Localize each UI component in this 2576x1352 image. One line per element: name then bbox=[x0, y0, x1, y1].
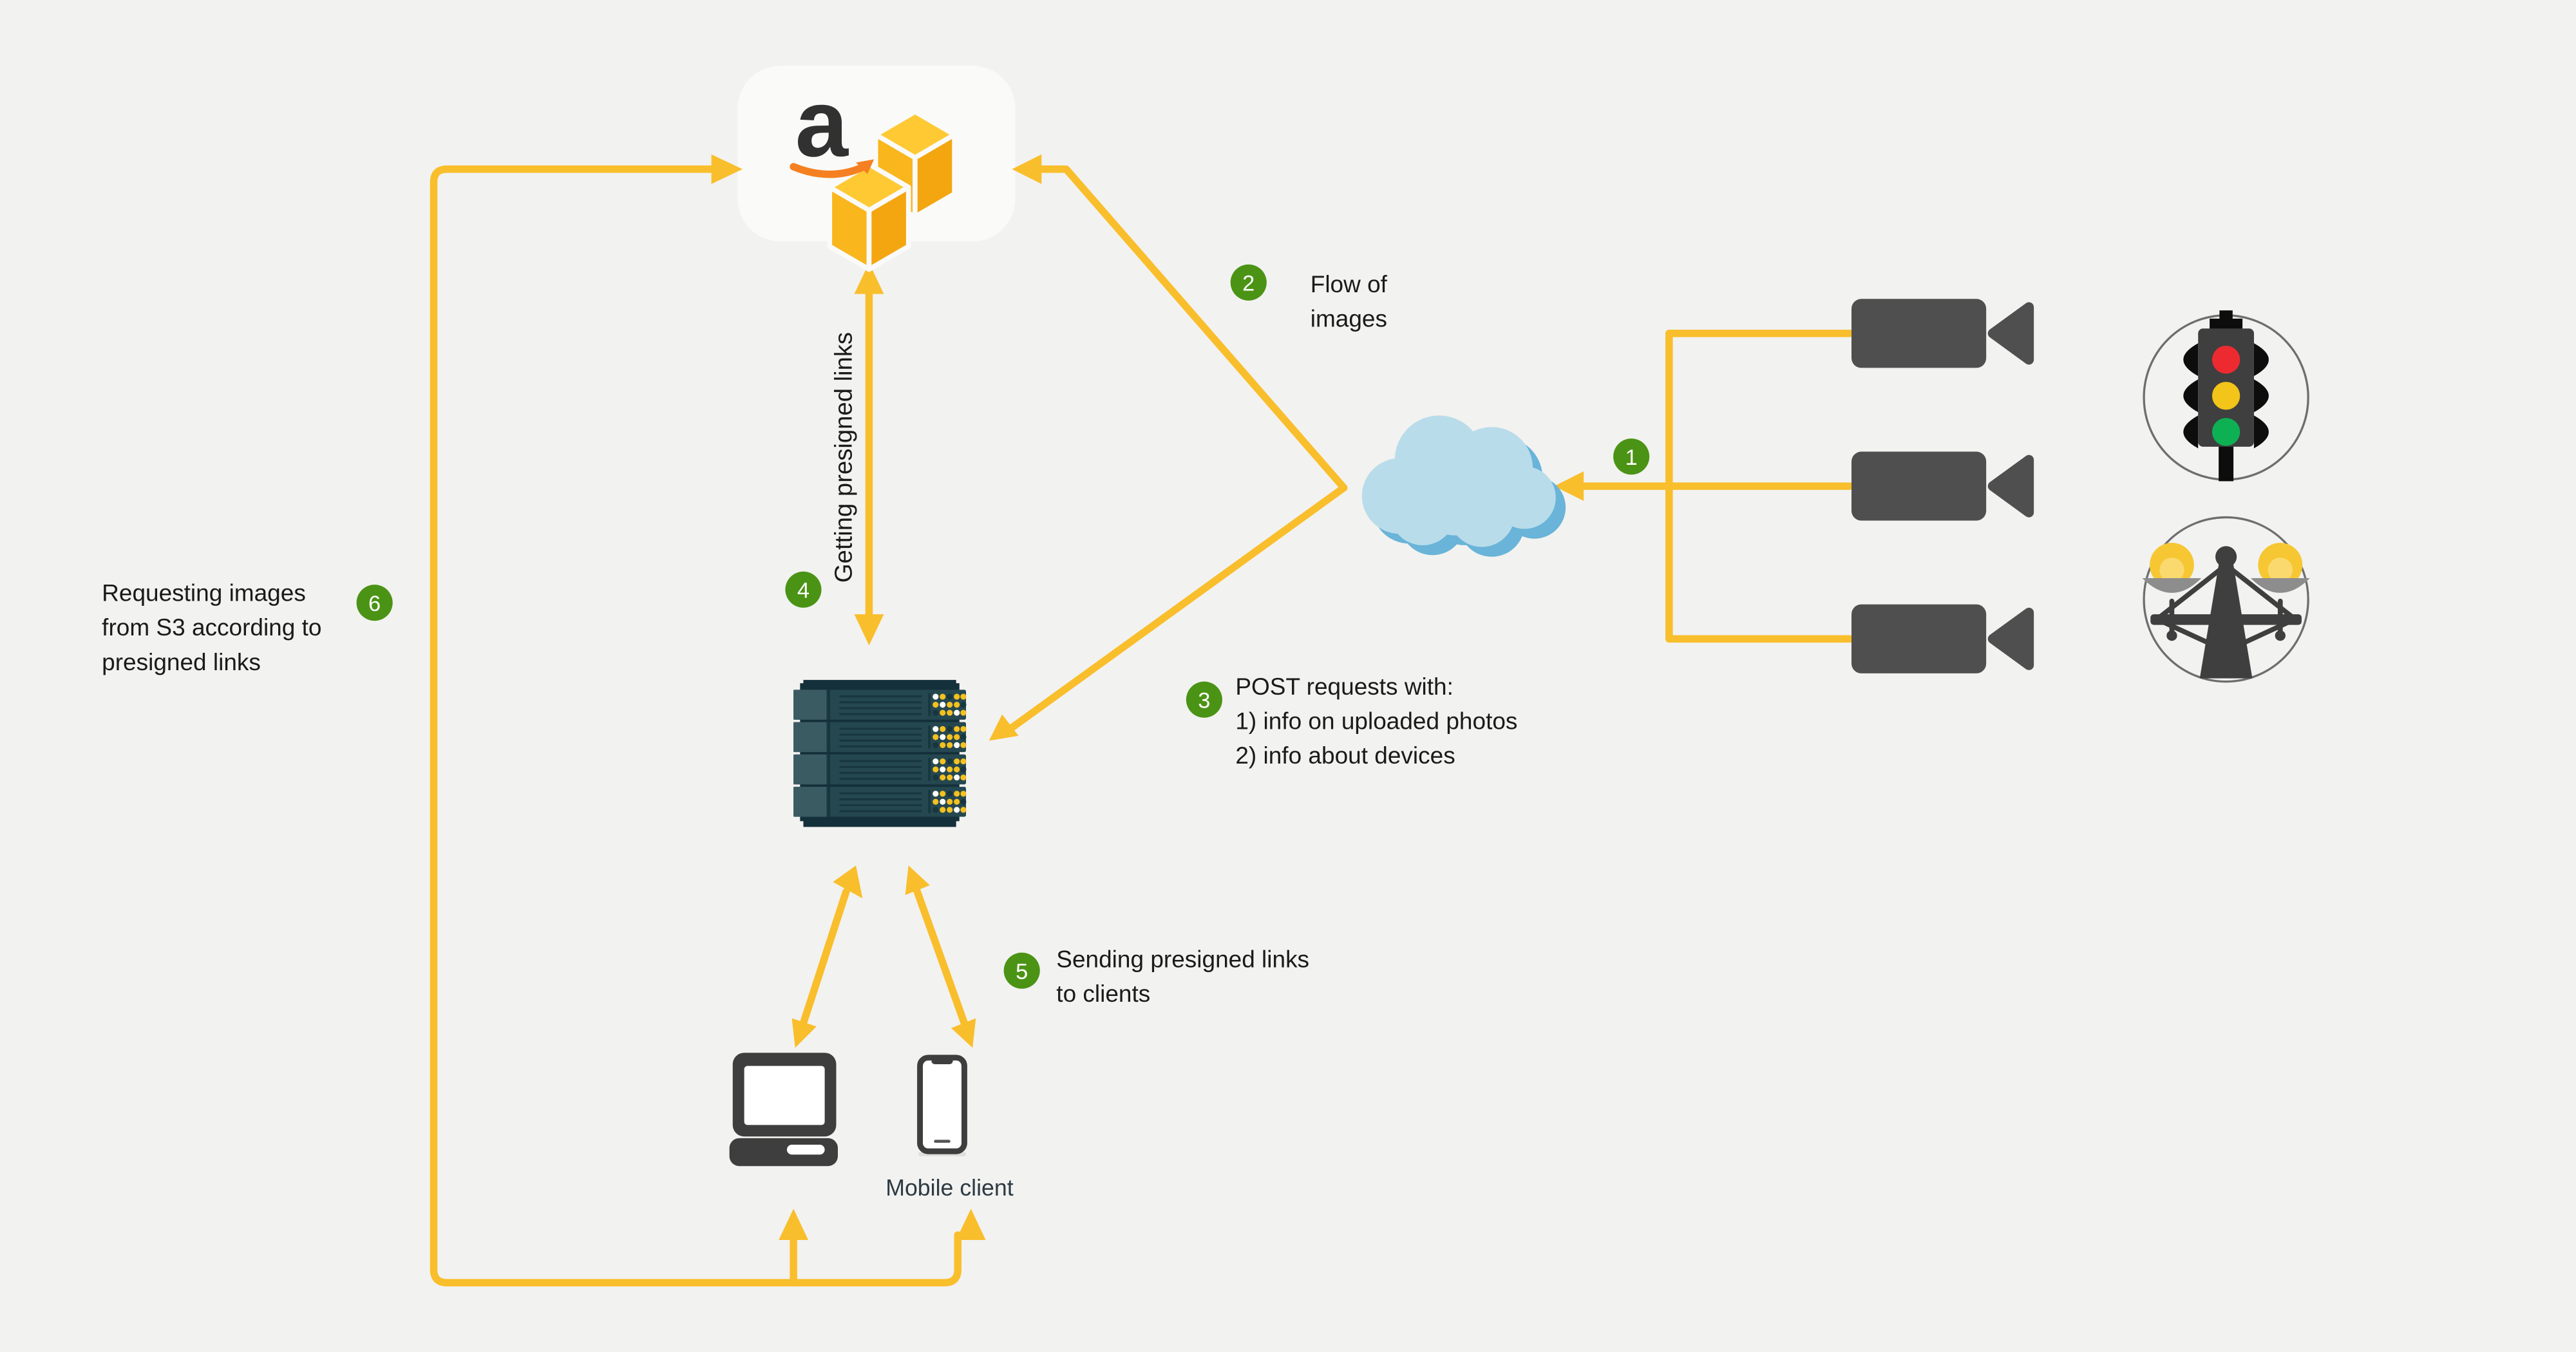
step-label-6: Requesting images from S3 according to p… bbox=[102, 581, 322, 677]
cloud-icon bbox=[1361, 415, 1566, 557]
post-requests-arrow bbox=[989, 484, 1348, 741]
step-label-2: Flow of images bbox=[1310, 272, 1388, 333]
mobile-client-label: Mobile client bbox=[886, 1174, 1014, 1201]
street-lamp-icon bbox=[2142, 516, 2310, 683]
video-camera-icon bbox=[1852, 299, 2029, 368]
video-camera-icon bbox=[1852, 452, 2029, 521]
video-camera-icon bbox=[1852, 605, 2029, 673]
laptop-icon bbox=[729, 1053, 838, 1167]
aws-cubes-icon bbox=[827, 109, 957, 272]
requesting-images-loop-arrow bbox=[430, 165, 961, 1287]
smartphone-icon bbox=[917, 1055, 967, 1156]
server-laptop-arrow bbox=[791, 865, 863, 1048]
flow-of-images-arrow bbox=[1012, 154, 1348, 492]
step-badge-4: 4 bbox=[785, 571, 822, 608]
cloud-inbound-arrow bbox=[1554, 471, 1673, 502]
amazon-logo-letter: a bbox=[795, 70, 848, 178]
requesting-images-loop-arrowheads bbox=[711, 154, 986, 1241]
server-stack-icon bbox=[792, 680, 968, 827]
step-label-3: POST requests with: 1) info on uploaded … bbox=[1235, 675, 1518, 771]
step-badge-2: 2 bbox=[1230, 264, 1267, 301]
step-badge-6: 6 bbox=[356, 585, 393, 621]
amazon-smile-icon bbox=[790, 159, 875, 178]
step-label-4: Getting presigned links bbox=[830, 332, 858, 583]
traffic-light-icon bbox=[2143, 310, 2309, 482]
step-label-5: Sending presigned links to clients bbox=[1056, 947, 1310, 1009]
getting-presigned-links-arrow bbox=[854, 263, 884, 646]
camera-bus-line bbox=[1665, 330, 1854, 643]
step-badge-3: 3 bbox=[1186, 681, 1222, 718]
server-phone-arrow bbox=[905, 865, 976, 1048]
step-badge-5: 5 bbox=[1003, 952, 1040, 989]
step-badge-1: 1 bbox=[1613, 438, 1650, 475]
